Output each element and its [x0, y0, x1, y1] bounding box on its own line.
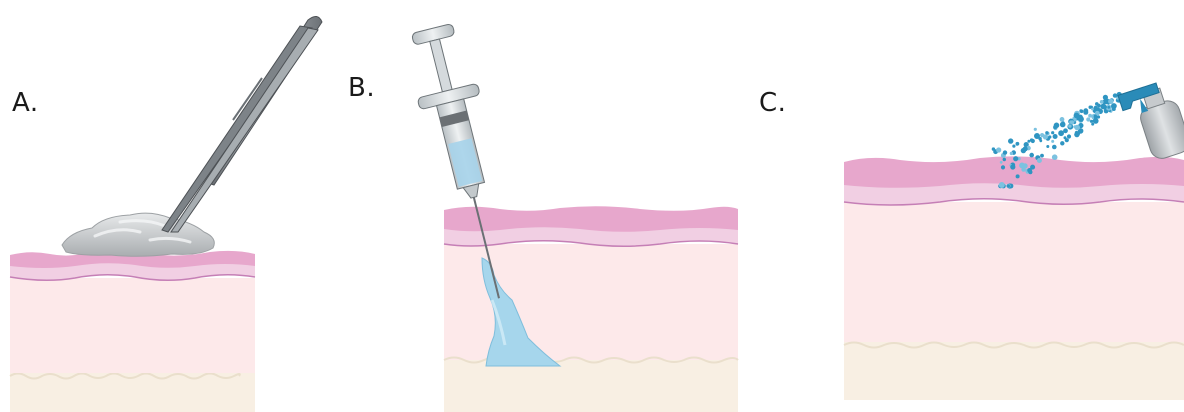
spray-droplet [1003, 150, 1007, 154]
dermis-layer-a [10, 278, 255, 373]
spray-droplet [1060, 117, 1065, 122]
hypodermis-layer-c [844, 340, 1184, 400]
spray-droplet [1043, 134, 1048, 139]
spray-droplet [1037, 158, 1042, 163]
spray-droplet [1016, 142, 1020, 146]
spray-droplet [1097, 104, 1101, 108]
spray-droplet [1078, 116, 1084, 122]
dermis-layer-c [844, 202, 1184, 342]
epidermis-layer-b [444, 206, 738, 232]
spray-droplet [1046, 145, 1049, 148]
spray-droplet [1091, 108, 1094, 111]
spray-droplet [1008, 138, 1013, 143]
spray-droplet [996, 147, 1001, 152]
spray-droplet [1001, 165, 1005, 169]
spray-droplet [1094, 115, 1097, 118]
spray-droplet [1068, 124, 1071, 127]
spray-droplet [1021, 167, 1026, 172]
spray-droplet [1034, 128, 1037, 131]
spray-droplet [1064, 136, 1067, 139]
spray-droplet [1107, 106, 1110, 109]
spray-droplet [1051, 131, 1054, 134]
spray-droplet [1038, 137, 1041, 140]
panel-b-skin [444, 206, 738, 412]
spray-droplet [1108, 99, 1113, 104]
spray-droplet [1058, 130, 1064, 136]
forceps-icon [162, 16, 322, 232]
spray-droplet [1016, 174, 1020, 178]
spray-droplet [1000, 161, 1003, 164]
panel-c-skin [844, 156, 1184, 400]
spray-droplet [1070, 120, 1074, 124]
spray-droplet [1013, 156, 1018, 161]
spray-droplet [1083, 108, 1088, 113]
spray-droplet [1031, 139, 1035, 143]
spray-droplet [1052, 154, 1058, 160]
spray-droplet [1010, 164, 1015, 169]
panel-a-skin [10, 251, 255, 412]
spray-droplet [1027, 140, 1030, 143]
spray-droplet [1103, 95, 1108, 100]
spray-droplet [1099, 108, 1102, 111]
spray-droplet [1007, 184, 1010, 187]
spray-bottle-icon [1118, 79, 1184, 166]
spray-droplet [1102, 105, 1107, 110]
epidermis-layer-c [844, 156, 1184, 187]
spray-droplet [999, 182, 1005, 188]
spray-droplet [1100, 100, 1104, 104]
spray-droplet [1048, 135, 1051, 138]
spray-droplet [1040, 154, 1044, 158]
spray-droplet [1067, 134, 1071, 138]
spray-droplet [1113, 93, 1117, 97]
spray-droplet [1028, 170, 1032, 174]
spray-droplet [1045, 131, 1048, 134]
spray-droplet [1052, 145, 1057, 150]
spray-droplet [1074, 125, 1080, 131]
spray-droplet [1021, 148, 1026, 153]
spray-droplet [1112, 107, 1116, 111]
spray-droplet [1012, 145, 1015, 148]
spray-droplet [1060, 141, 1064, 145]
spray-droplet [1029, 153, 1034, 158]
spray-droplet [1053, 134, 1058, 139]
spray-droplet [1091, 123, 1094, 126]
spray-droplet [1003, 158, 1006, 161]
spray-droplet [1086, 117, 1090, 121]
spray-droplet [1010, 152, 1013, 155]
spray-droplet [1051, 140, 1054, 143]
spray-droplet [1060, 122, 1066, 128]
spray-droplet [1080, 110, 1084, 114]
spray-droplet [1088, 114, 1092, 118]
spray-droplet [1053, 125, 1057, 129]
spray-droplet [1090, 120, 1093, 123]
